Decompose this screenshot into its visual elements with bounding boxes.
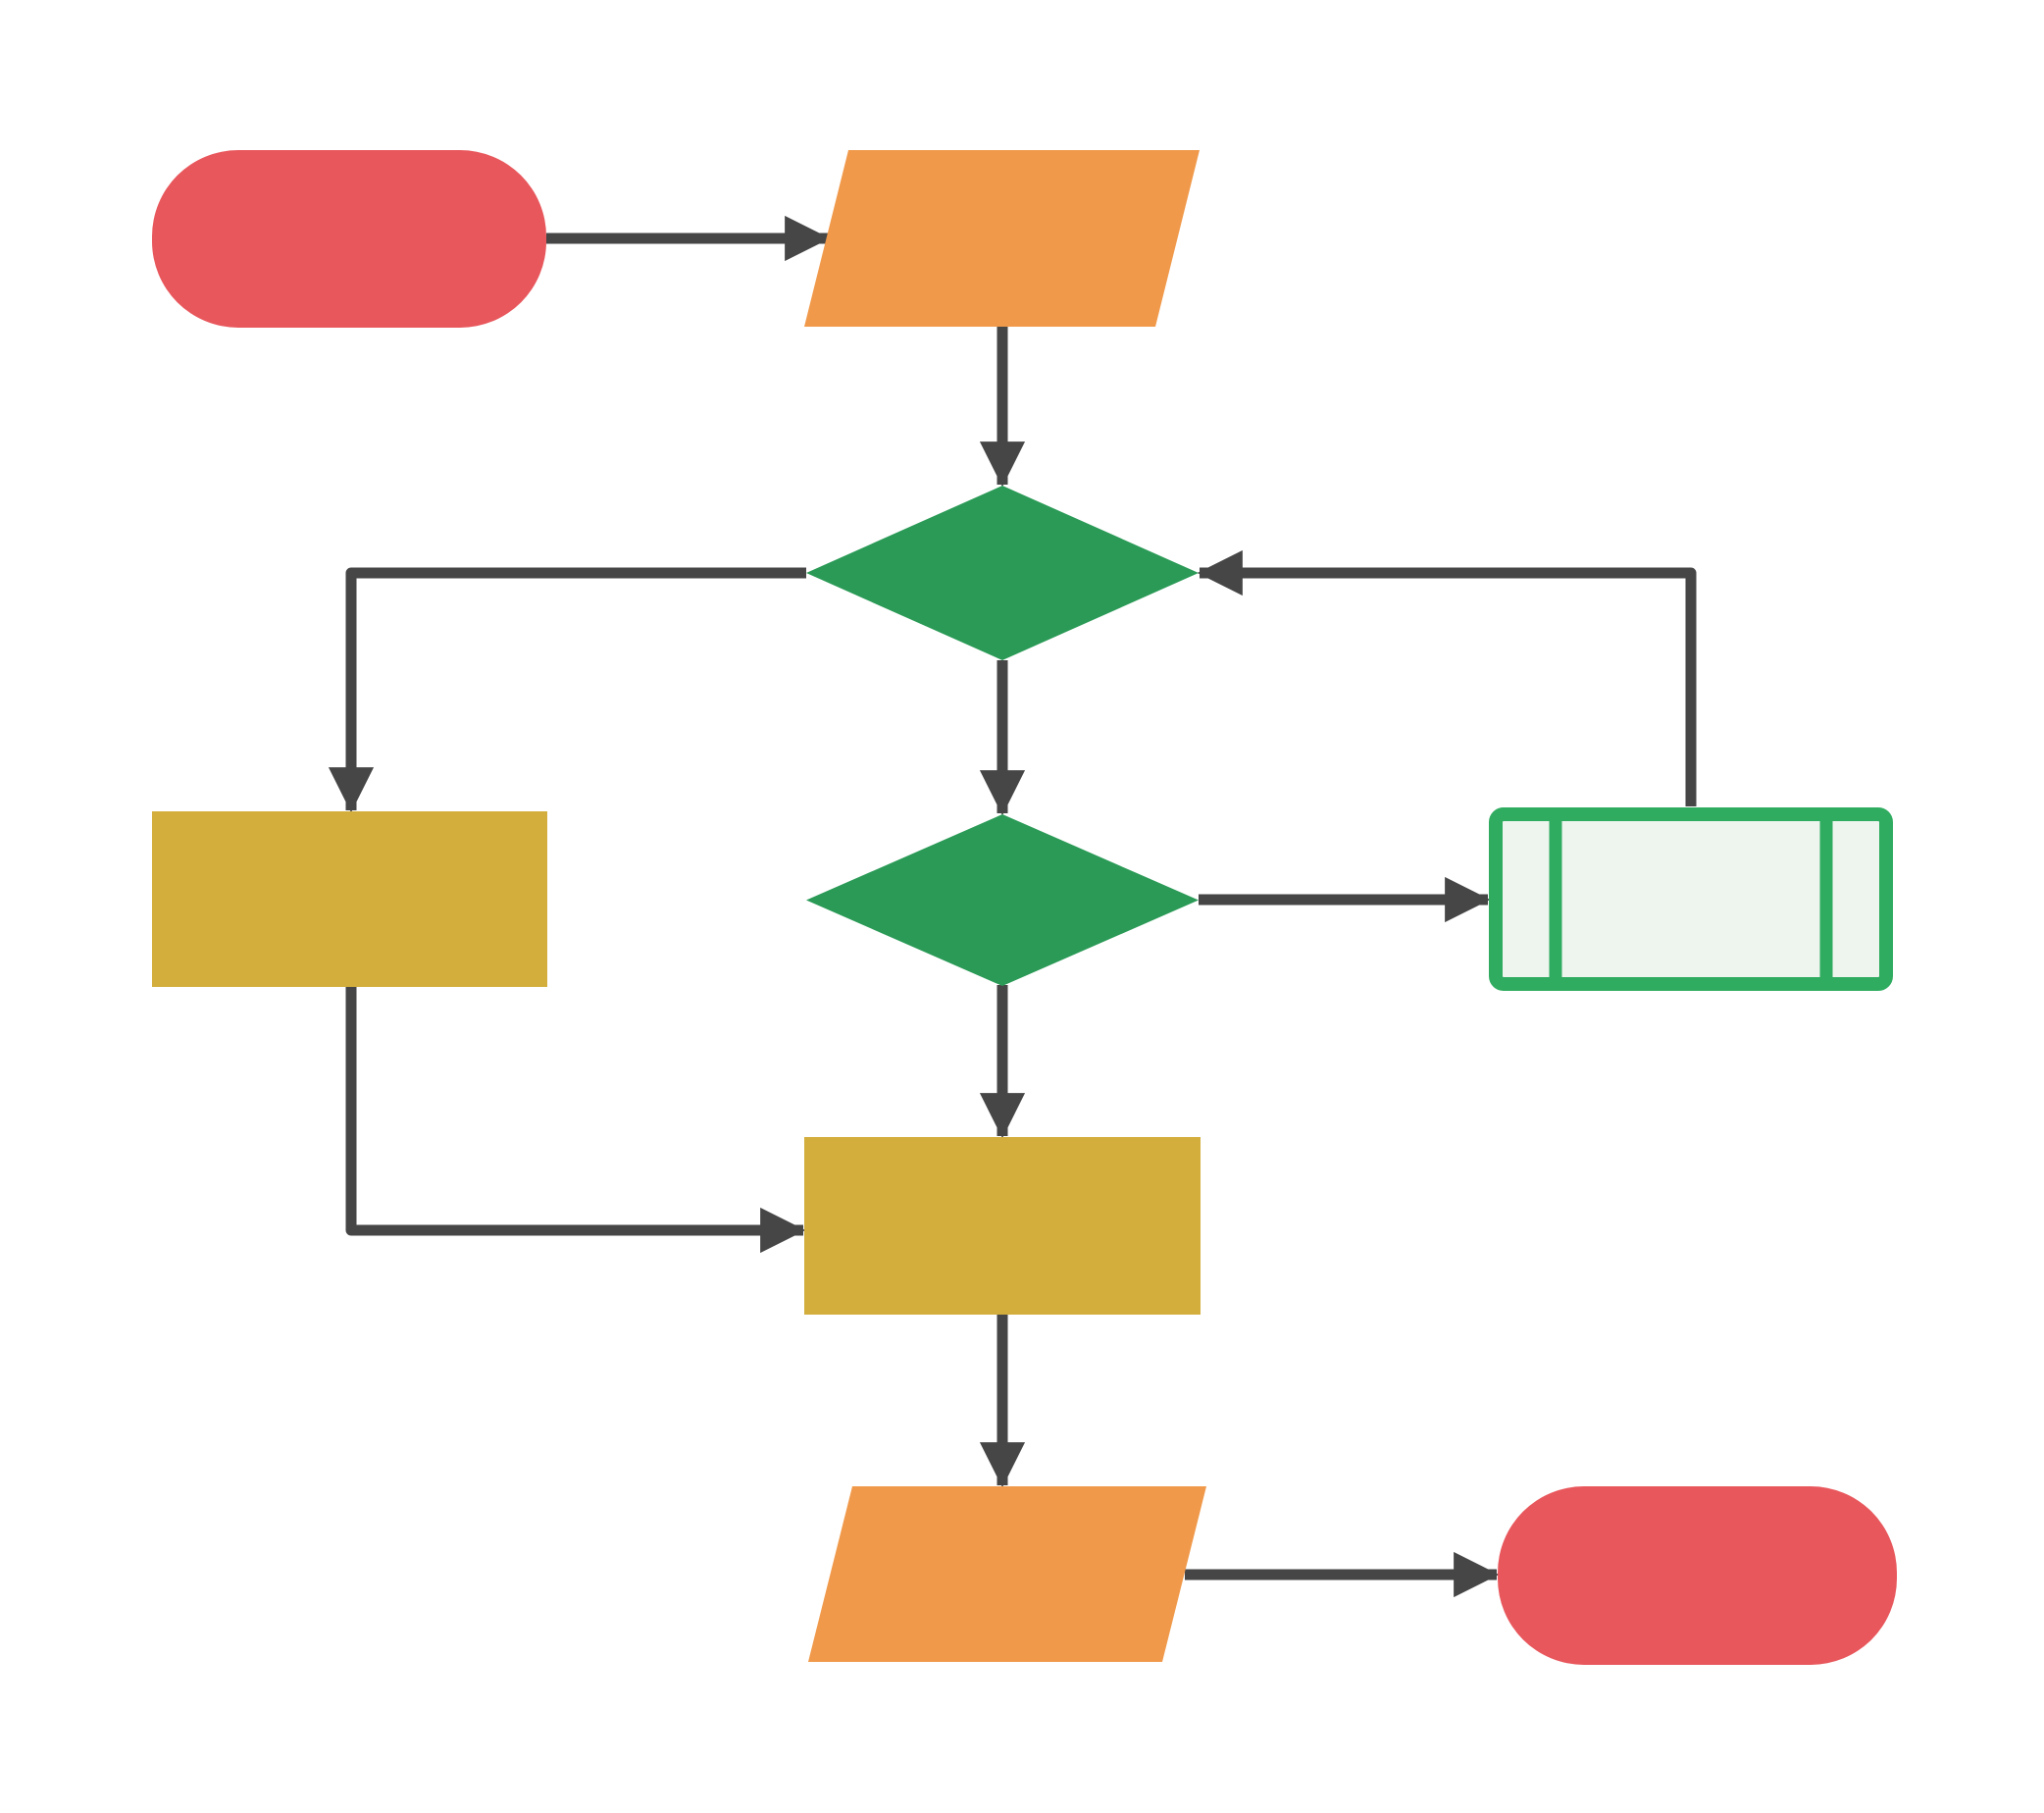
start-terminator — [152, 150, 546, 328]
output-parallelogram — [808, 1486, 1206, 1662]
decision-diamond-2 — [806, 814, 1199, 986]
connector-decision1-to-process-left — [328, 567, 806, 813]
connector-process-left-to-process-center — [345, 987, 806, 1254]
decision-diamond-1 — [806, 486, 1199, 660]
predefined-process — [1489, 807, 1893, 991]
end-terminator — [1498, 1486, 1897, 1665]
input-parallelogram — [804, 150, 1200, 327]
predefined-process-frame — [1489, 807, 1893, 991]
connector-predefined-to-decision1 — [1197, 549, 1697, 806]
process-rectangle-left — [152, 811, 547, 987]
process-rectangle-center — [804, 1137, 1201, 1315]
